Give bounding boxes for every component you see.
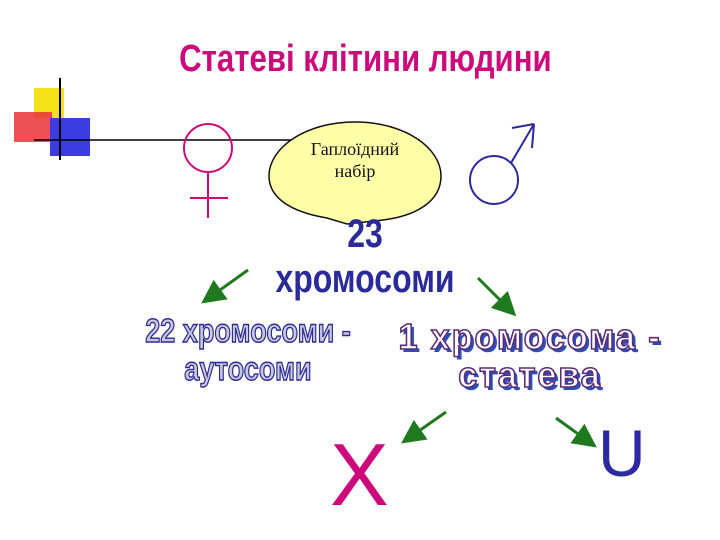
bubble-line-2: набір <box>334 161 376 181</box>
autosomes-line-2: аутосоми <box>184 349 313 387</box>
total-chromosomes: 23 хромосоми <box>275 212 455 301</box>
y-chromosome-label: U <box>598 416 646 490</box>
autosomes-label: 22 хромосоми - аутосоми <box>141 311 354 388</box>
bubble-text: Гаплоїдний набір <box>270 138 440 182</box>
bubble-line-1: Гаплоїдний <box>310 139 400 159</box>
arrow-x <box>401 410 447 444</box>
female-symbol-icon <box>183 123 233 218</box>
arrow-right <box>476 276 517 317</box>
slide-title: Статеві клітини людини <box>179 38 552 80</box>
sex-line-2: статева <box>458 354 602 395</box>
arrow-left <box>201 268 249 304</box>
autosomes-line-1: 22 хромосоми - <box>145 311 352 349</box>
sex-chromosome-label: 1 хромосома - статева <box>369 316 692 395</box>
speech-bubble <box>268 121 442 225</box>
x-chromosome-label: Х <box>330 425 389 524</box>
male-symbol-icon <box>469 123 535 205</box>
arrow-y <box>555 416 597 448</box>
sex-line-1: 1 хромосома - <box>398 316 662 357</box>
